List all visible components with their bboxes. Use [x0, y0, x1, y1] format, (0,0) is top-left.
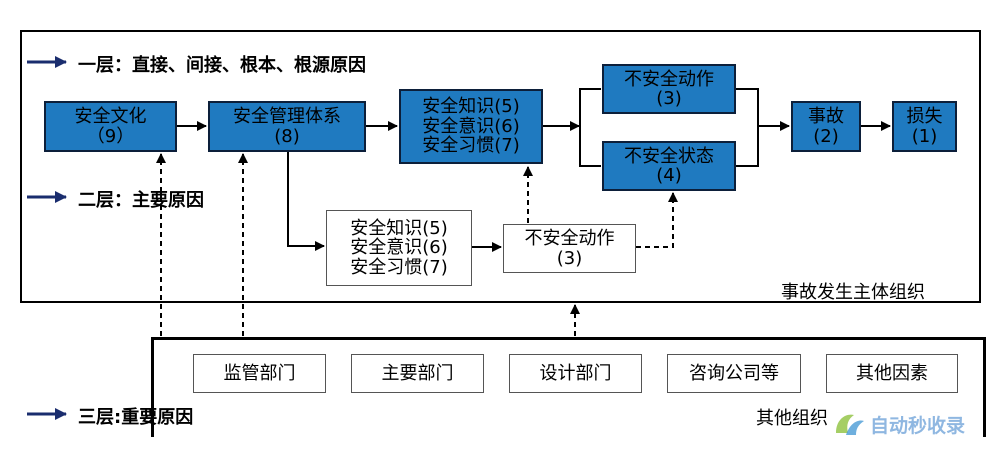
department-label: 主要部门 [381, 362, 454, 384]
secondary-safety-habits-label: 安全习惯(7) [350, 256, 448, 278]
safety-management-system-number: (8) [274, 125, 300, 147]
layer-one-label: 一层：直接、间接、根本、根源原因 [78, 55, 366, 76]
secondary-unsafe-act-number: (3) [556, 247, 583, 269]
layer-three-label: 三层:重要原因 [78, 407, 194, 428]
secondary-act-to-unsafe-state-dashed-arrow [636, 192, 678, 248]
accident-number: (2) [813, 125, 839, 147]
unsafe-act-box: 不安全动作 (3) [602, 64, 736, 114]
loss-label: 损失 [906, 106, 943, 128]
safety-culture-label: 安全文化 [74, 106, 147, 128]
safety-culture-box: 安全文化 （9） [44, 101, 177, 152]
secondary-safety-awareness-label: 安全意识(6) [350, 237, 448, 259]
safety-culture-number: （9） [86, 125, 135, 147]
other-organization-label: 其他组织 [756, 408, 828, 429]
department-box-consulting: 咨询公司等 [667, 354, 801, 393]
secondary-unsafe-act-label: 不安全动作 [524, 228, 615, 250]
unsafe-act-label: 不安全动作 [624, 68, 714, 90]
department-box-design: 设计部门 [509, 354, 642, 393]
watermark-text: 自动秒收录 [870, 414, 966, 437]
unsafe-state-number: (4) [656, 165, 682, 186]
unsafe-act-number: (3) [656, 88, 682, 109]
accident-label: 事故 [808, 106, 844, 128]
watermark-logo-icon [836, 414, 864, 435]
safety-knowledge-label: 安全知识(5) [422, 96, 520, 118]
secondary-knowledge-awareness-habits-box: 安全知识(5) 安全意识(6) 安全习惯(7) [326, 210, 472, 286]
safety-awareness-label: 安全意识(6) [422, 115, 520, 137]
layer-two-label: 二层：主要原因 [78, 190, 204, 211]
department-label: 设计部门 [539, 362, 612, 384]
secondary-safety-knowledge-label: 安全知识(5) [350, 217, 448, 239]
watermark: 自动秒收录 [832, 404, 992, 444]
subject-organization-label: 事故发生主体组织 [781, 282, 925, 303]
safety-management-system-box: 安全管理体系 (8) [208, 101, 366, 152]
safety-habits-label: 安全习惯(7) [422, 135, 520, 157]
branch-right-bracket [736, 88, 759, 167]
other-organization-frame [151, 337, 986, 437]
accident-box: 事故 (2) [791, 101, 861, 152]
unsafe-state-box: 不安全状态 (4) [602, 141, 736, 191]
loss-box: 损失 (1) [892, 101, 957, 152]
department-label: 监管部门 [223, 362, 296, 384]
system-to-secondary-kav-arrow [287, 152, 325, 251]
loss-number: (1) [911, 125, 938, 147]
department-box-main: 主要部门 [351, 354, 484, 393]
department-box-regulatory: 监管部门 [193, 354, 326, 393]
secondary-unsafe-act-box: 不安全动作 (3) [503, 224, 636, 273]
branch-left-bracket [579, 88, 601, 167]
department-box-other-factors: 其他因素 [826, 354, 958, 393]
knowledge-awareness-habits-box: 安全知识(5) 安全意识(6) 安全习惯(7) [399, 89, 543, 164]
department-label: 咨询公司等 [689, 362, 779, 384]
subject-organization-frame [20, 30, 981, 303]
unsafe-state-label: 不安全状态 [624, 145, 714, 167]
department-label: 其他因素 [856, 362, 928, 384]
safety-management-system-label: 安全管理体系 [233, 106, 341, 128]
